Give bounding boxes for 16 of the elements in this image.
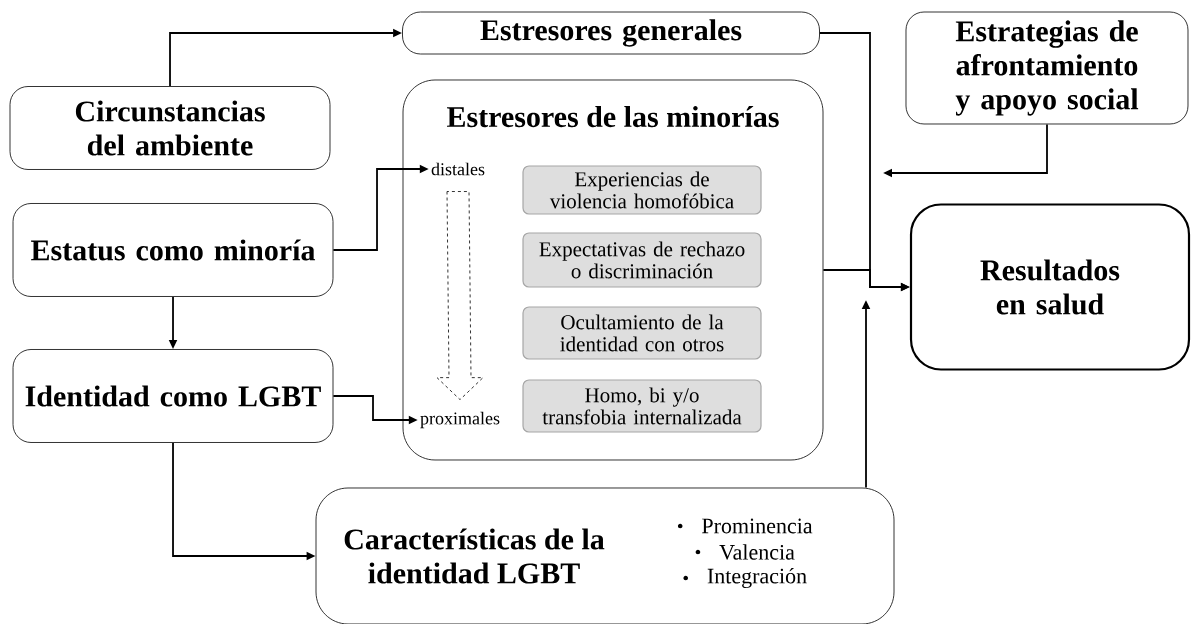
stage-label: proximales (420, 411, 500, 429)
process-box: Estrategias de afrontamiento y apoyo social (905, 11, 1189, 125)
process-box: Estresores generales (402, 11, 820, 55)
stressor-box: Ocultamiento de la identidad con otros (522, 306, 762, 360)
block-arrow (436, 191, 484, 401)
process-box: Estatus como minoría (12, 203, 334, 297)
stressor-box: Experiencias de violencia homofóbica (522, 165, 762, 215)
list-item: Prominencia (702, 518, 813, 534)
list-item: Valencia (719, 544, 795, 560)
process-box: Circunstancias del ambiente (9, 86, 331, 170)
stressor-box: Expectativas de rechazo o discriminación (522, 232, 762, 288)
list-item: Integración (707, 567, 807, 588)
stage-label: distales (431, 162, 485, 176)
process-box: Identidad como LGBT (12, 349, 334, 443)
outcome-box: Resultados en salud (909, 203, 1191, 371)
stressor-box: Homo, bi y/o transfobia internalizada (522, 379, 762, 433)
